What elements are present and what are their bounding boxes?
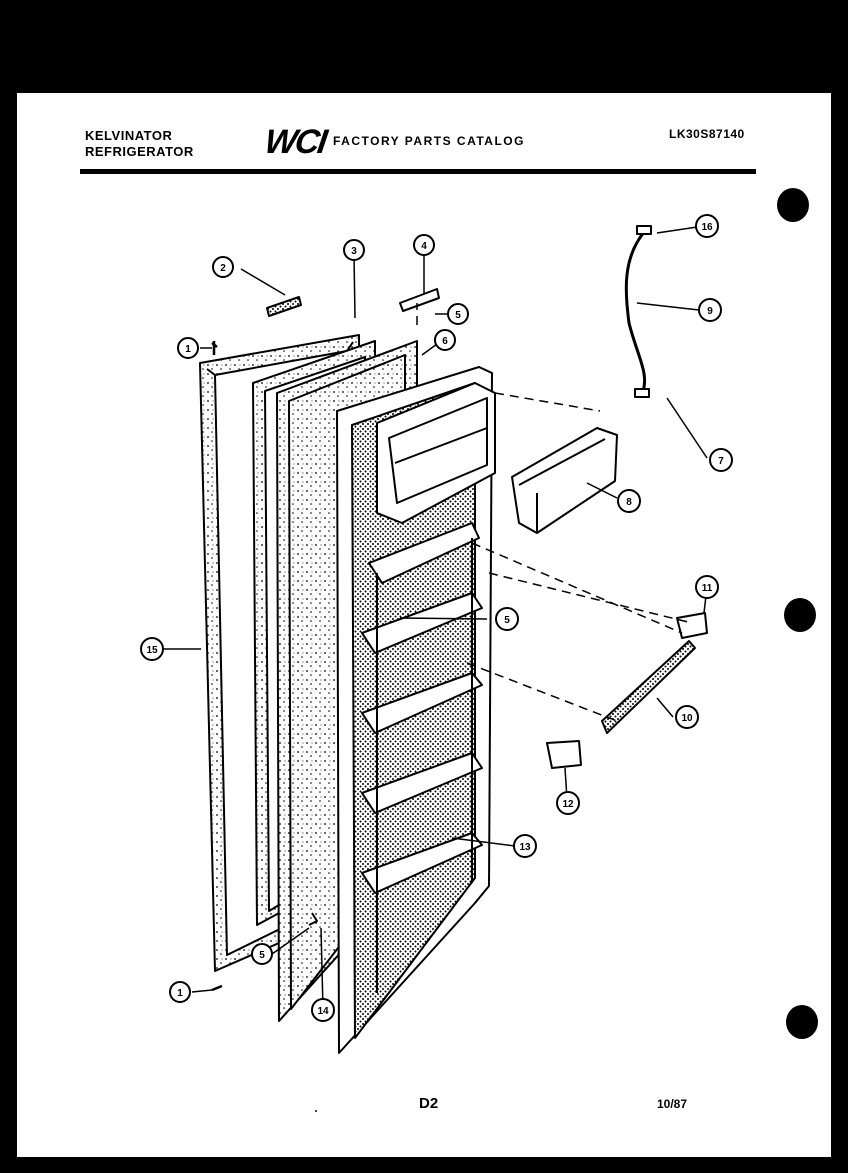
- callout-1b: 1: [169, 981, 191, 1003]
- svg-text:5: 5: [259, 950, 265, 961]
- door-bin: [511, 427, 618, 534]
- svg-text:16: 16: [701, 222, 713, 233]
- callout-7: 7: [709, 448, 733, 472]
- svg-text:15: 15: [146, 645, 158, 656]
- svg-text:9: 9: [707, 306, 713, 317]
- callout-5c: 5: [251, 943, 273, 965]
- shelf-rail: [601, 640, 696, 734]
- svg-text:5: 5: [455, 310, 461, 321]
- binder-hole-top: [777, 188, 809, 222]
- callout-11: 11: [695, 575, 719, 599]
- svg-text:3: 3: [351, 246, 357, 257]
- callout-10: 10: [675, 705, 699, 729]
- callout-5b: 5: [495, 607, 519, 631]
- svg-text:4: 4: [421, 241, 427, 252]
- callout-13: 13: [513, 834, 537, 858]
- catalog-page: KELVINATOR REFRIGERATOR WCI FACTORY PART…: [17, 93, 831, 1157]
- product-type: REFRIGERATOR: [85, 144, 194, 159]
- screw-top: [211, 341, 218, 355]
- door-wire: [624, 225, 652, 398]
- svg-text:8: 8: [626, 497, 632, 508]
- callout-2: 2: [212, 256, 234, 278]
- callout-16: 16: [695, 214, 719, 238]
- svg-text:1: 1: [177, 988, 183, 999]
- callout-6: 6: [434, 329, 456, 351]
- svg-text:5: 5: [504, 615, 510, 626]
- date-code: 10/87: [657, 1097, 688, 1111]
- svg-text:11: 11: [702, 583, 713, 594]
- callout-5a: 5: [447, 303, 469, 325]
- rail-clip-left: [546, 740, 582, 769]
- rail-clip-right: [676, 612, 708, 639]
- model-number: LK30S87140: [669, 127, 745, 141]
- svg-text:1: 1: [185, 344, 191, 355]
- svg-text:14: 14: [317, 1006, 329, 1017]
- exploded-door-diagram: 2 3 4 5 6 1 16 9 7 8 11 5 15 10 12 13 5 …: [140, 214, 733, 1112]
- hinge-pin-14: [308, 912, 318, 926]
- inner-door-liner: [336, 366, 496, 1054]
- binder-hole-middle: [784, 598, 816, 632]
- header-rule: [80, 169, 756, 174]
- svg-text:6: 6: [442, 336, 448, 347]
- callout-3: 3: [343, 239, 365, 261]
- callout-1a: 1: [177, 337, 199, 359]
- callout-12: 12: [556, 791, 580, 815]
- page-code: D2: [419, 1095, 439, 1112]
- callout-9: 9: [698, 298, 722, 322]
- svg-text:2: 2: [220, 263, 226, 274]
- handle-trim-4: [399, 288, 440, 312]
- catalog-title: FACTORY PARTS CATALOG: [333, 134, 525, 148]
- handle-trim-2: [266, 296, 302, 317]
- leader-lines: [162, 225, 708, 1112]
- callout-14: 14: [311, 998, 335, 1022]
- brand-name: KELVINATOR: [85, 128, 173, 143]
- alignment-lines: [416, 303, 693, 722]
- callout-4: 4: [413, 234, 435, 256]
- svg-text:13: 13: [519, 842, 531, 853]
- svg-text:12: 12: [562, 799, 574, 810]
- screw-bottom: [211, 984, 223, 992]
- svg-text:7: 7: [718, 456, 724, 467]
- callouts: 2 3 4 5 6 1 16 9 7 8 11 5 15 10 12 13 5 …: [140, 214, 733, 1022]
- callout-15: 15: [140, 637, 164, 661]
- callout-8: 8: [617, 489, 641, 513]
- binder-hole-bottom: [786, 1005, 818, 1039]
- svg-text:10: 10: [681, 713, 693, 724]
